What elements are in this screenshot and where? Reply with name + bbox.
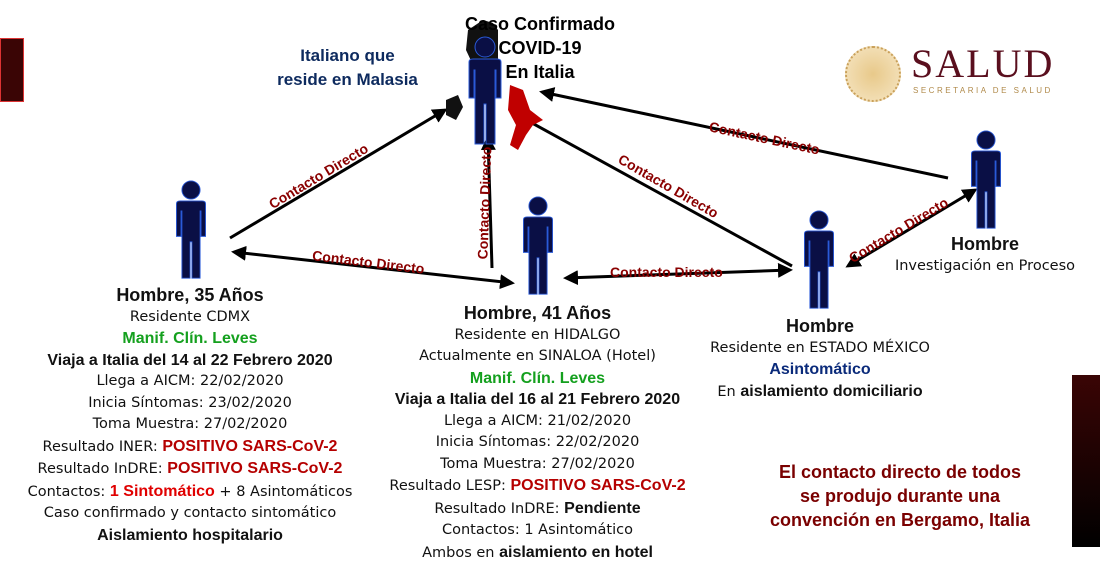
arrow-unknown-to-index bbox=[539, 87, 949, 180]
salud-logo: SALUD SECRETARIA DE SALUD bbox=[845, 41, 1065, 102]
arrow-35-to-index bbox=[229, 108, 448, 240]
index-case-title: Caso Confirmado COVID-19 En Italia bbox=[464, 14, 615, 82]
case-edomex-details: Hombre Residente en ESTADO MÉXICO Asinto… bbox=[710, 316, 930, 400]
case-41-details: Hombre, 41 Años Residente en HIDALGO Act… bbox=[389, 303, 686, 561]
person-edomex-icon bbox=[798, 210, 840, 310]
footnote: El contacto directo de todos se produjo … bbox=[769, 462, 1031, 530]
person-unknown-icon bbox=[966, 130, 1006, 230]
arrow-edomex-to-index bbox=[509, 110, 793, 268]
arrow-41-to-index bbox=[480, 135, 496, 269]
person-41-icon bbox=[518, 196, 558, 296]
case-35-details: Hombre, 35 Años Residente CDMX Manif. Cl… bbox=[27, 285, 353, 544]
arrow-edomex-unknown bbox=[845, 188, 978, 268]
right-accent-bar bbox=[1072, 375, 1100, 547]
arrow-35-41 bbox=[231, 245, 515, 290]
coat-of-arms-icon bbox=[845, 46, 901, 102]
edge-label: Contacto Directo bbox=[610, 264, 723, 280]
index-case-note: Italiano que reside en Malasia bbox=[277, 46, 418, 89]
arrow-41-edomex bbox=[563, 262, 793, 286]
case-unknown-details: Hombre Investigación en Proceso bbox=[894, 234, 1076, 274]
left-accent-bar bbox=[0, 38, 24, 102]
person-35-icon bbox=[171, 180, 211, 280]
